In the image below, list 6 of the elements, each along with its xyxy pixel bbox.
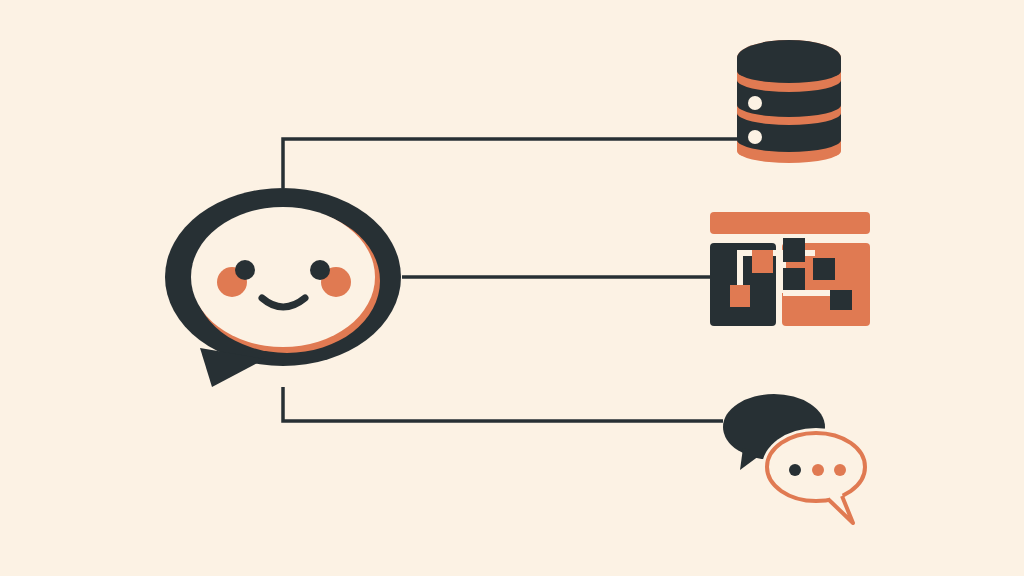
connector-line: [281, 387, 723, 423]
smiling-chat-bubble-icon: [165, 188, 402, 387]
database-icon: [737, 40, 841, 163]
flowchart-window-icon: [710, 212, 870, 327]
connector-line: [402, 275, 710, 279]
connector-line: [281, 137, 737, 188]
